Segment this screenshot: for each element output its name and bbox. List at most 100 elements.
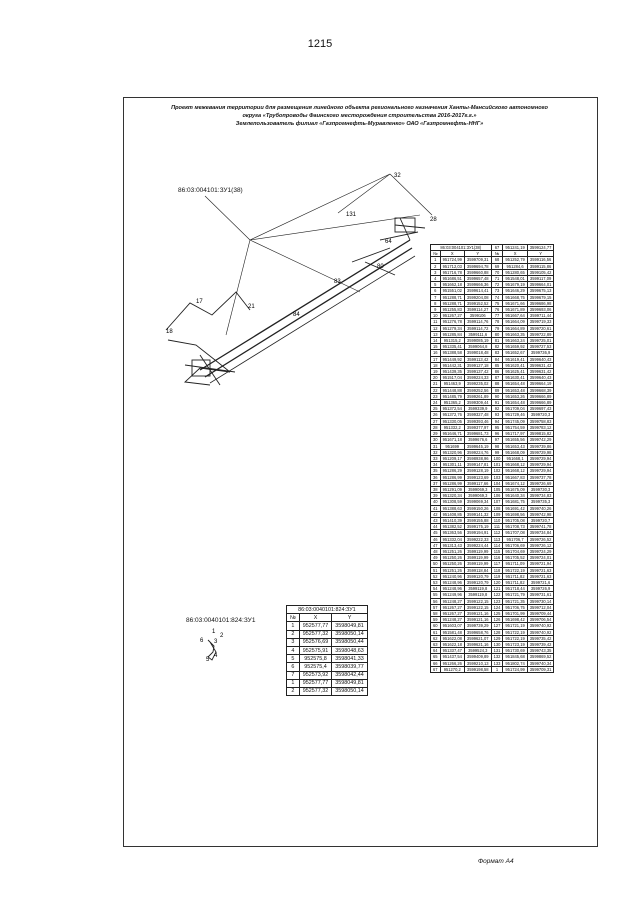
table-cell: 3598050,44 [331,637,368,647]
table-cell: 951722,19 [502,628,528,636]
point-label-84: 84 [293,312,300,318]
table-cell: 951209,17 [439,454,465,463]
table-cell: 951255,83 [439,306,465,314]
table-cell: 3599721,6 [526,578,555,587]
table-cell: 951716,78 [439,268,465,277]
point-label-1: 1 [212,629,216,635]
table-cell: 951686,51 [439,274,465,283]
table-cell: 951288,71 [439,293,465,301]
table-cell: 951330,05 [439,417,465,425]
table-cell: 951698,42 [502,616,528,624]
small-table-header: Y [331,613,368,623]
table-cell: 3599147,81 [463,461,492,469]
table-cell: 951730,69 [502,647,528,655]
table-cell: 951675,09 [502,485,528,494]
table-cell: 3599409,89 [463,653,492,661]
table-cell: 3 [286,637,300,647]
table-cell: 3598039,77 [331,662,368,672]
table-cell: 3599113,42 [463,355,492,363]
table-cell: 951437,54 [439,653,465,661]
table-cell: 951248,27 [439,616,465,624]
table-cell: 3599210,13 [463,659,492,667]
table-cell: 3599726,69 [526,479,555,487]
table-cell: 3599739,42 [526,640,555,649]
table-cell: 951667,83 [502,473,528,481]
table-cell: 3599121,16 [463,616,492,624]
table-cell: 3599252,56 [463,386,492,394]
table-cell: 951711,82 [502,578,528,587]
branch-line [183,367,231,386]
table-cell: 3599117,09 [526,274,555,283]
table-cell: 3599018,48 [463,349,492,357]
table-cell: 952573,92 [298,670,333,680]
table-cell: 951646,71 [439,430,465,438]
table-cell: 3599721,94 [526,560,555,568]
table-cell: 951668,12 [502,461,528,469]
table-cell: 951240,96 [439,572,465,580]
drawing-frame [123,97,598,847]
table-cell: 3599120,79 [463,572,492,580]
table-cell: 951439,35 [439,368,465,376]
title-line-3: Землепользователь филиал «Газпромнефть-М… [235,121,484,127]
table-cell: 3599069,34 [463,498,492,506]
small-table-title: 86:03:0040101:824:ЗУ1 [286,604,368,615]
table-cell: 952575,4 [298,662,333,672]
table-cell: 3599729,94 [526,461,555,469]
point-label-32: 32 [394,173,401,179]
table-cell: 3599668,39 [526,386,555,394]
table-cell: 951681,75 [502,498,528,506]
table-cell: 951382,52 [439,523,465,531]
table-cell: 951372,76 [439,411,465,419]
table-cell: 3599235,02 [463,380,492,388]
table-cell: 3599117,66 [463,479,492,487]
table-cell: 3599721,63 [526,572,555,580]
table-cell: 951249,96 [439,591,465,599]
table-cell: 951622,08 [439,634,465,643]
table-cell: 951315,2 [439,337,465,345]
table-cell: 3599737,78 [526,473,555,481]
point-label-131: 131 [346,212,357,218]
table-cell: 3599119,8 [463,591,492,599]
point-label-6: 6 [200,638,204,644]
table-cell: 3599721,63 [526,566,555,574]
sheet-format-label: Формат А4 [478,858,514,865]
table-cell: 3599815,82 [526,430,555,438]
table-cell: 3599783,12 [526,423,555,432]
table-cell: 951485,79 [439,392,465,401]
table-cell: 3599069,3 [463,485,492,494]
table-cell: 3599224,33 [463,374,492,382]
table-cell: 951722,19 [502,634,528,643]
table-cell: 3599658,76 [463,628,492,636]
table-cell: 3599711,44 [526,312,555,320]
table-cell: 3599735,42 [526,634,555,643]
table-cell: 3599743,35 [526,647,555,655]
table-cell: 951284,6 [502,262,528,270]
table-cell: 3599666,36 [463,281,492,289]
table-cell: 951241,19 [502,243,528,252]
table-cell: 3599724,29 [526,547,555,556]
table-cell: 951691,42 [502,504,528,512]
